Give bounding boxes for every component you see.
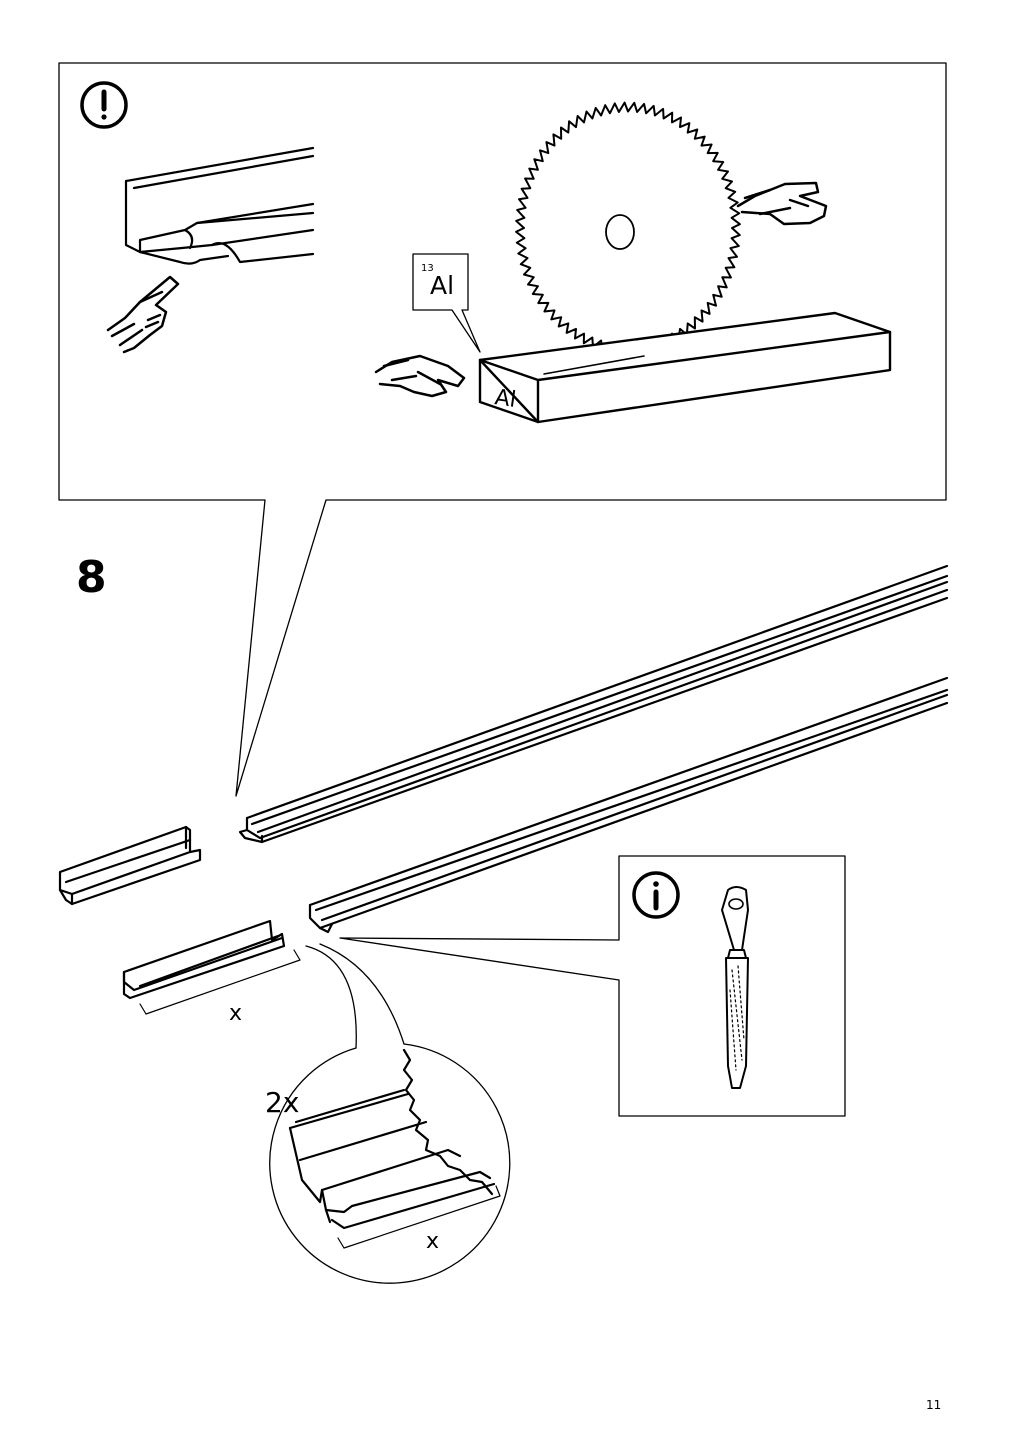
exclamation-circle-icon	[80, 81, 128, 129]
detail-circle	[269, 1043, 511, 1284]
material-label-box: 13 Al	[412, 253, 481, 353]
quantity-label: 2x	[265, 1086, 299, 1119]
long-rail-upper	[238, 564, 949, 844]
detail-callout	[305, 943, 405, 1049]
rail-end-detail	[288, 1048, 496, 1230]
aluminium-profile-drawing	[124, 146, 315, 265]
warning-panel-frame	[58, 62, 947, 797]
pointing-hand-icon	[374, 354, 466, 398]
material-atomic-number: 13	[421, 263, 434, 274]
pointing-hand-icon	[106, 275, 180, 354]
saw-blade-drawing	[515, 101, 741, 355]
file-tool-icon	[721, 886, 749, 1089]
aluminium-bar-drawing	[478, 311, 892, 424]
short-rail-piece	[58, 825, 202, 906]
step-number: 8	[76, 552, 107, 603]
detail-length-label: x	[426, 1229, 439, 1254]
page-number: 11	[926, 1398, 942, 1412]
cut-rail-piece	[122, 919, 286, 1000]
info-circle-icon	[632, 871, 680, 919]
pointing-hand-icon	[736, 181, 828, 226]
detail-dimension-line	[337, 1185, 501, 1249]
long-rail-lower	[308, 676, 949, 934]
info-panel-frame	[339, 855, 846, 1117]
material-symbol: Al	[430, 271, 454, 300]
dimension-line	[139, 949, 301, 1015]
cut-length-label: x	[229, 1001, 242, 1026]
bar-marking: Al	[493, 385, 517, 413]
